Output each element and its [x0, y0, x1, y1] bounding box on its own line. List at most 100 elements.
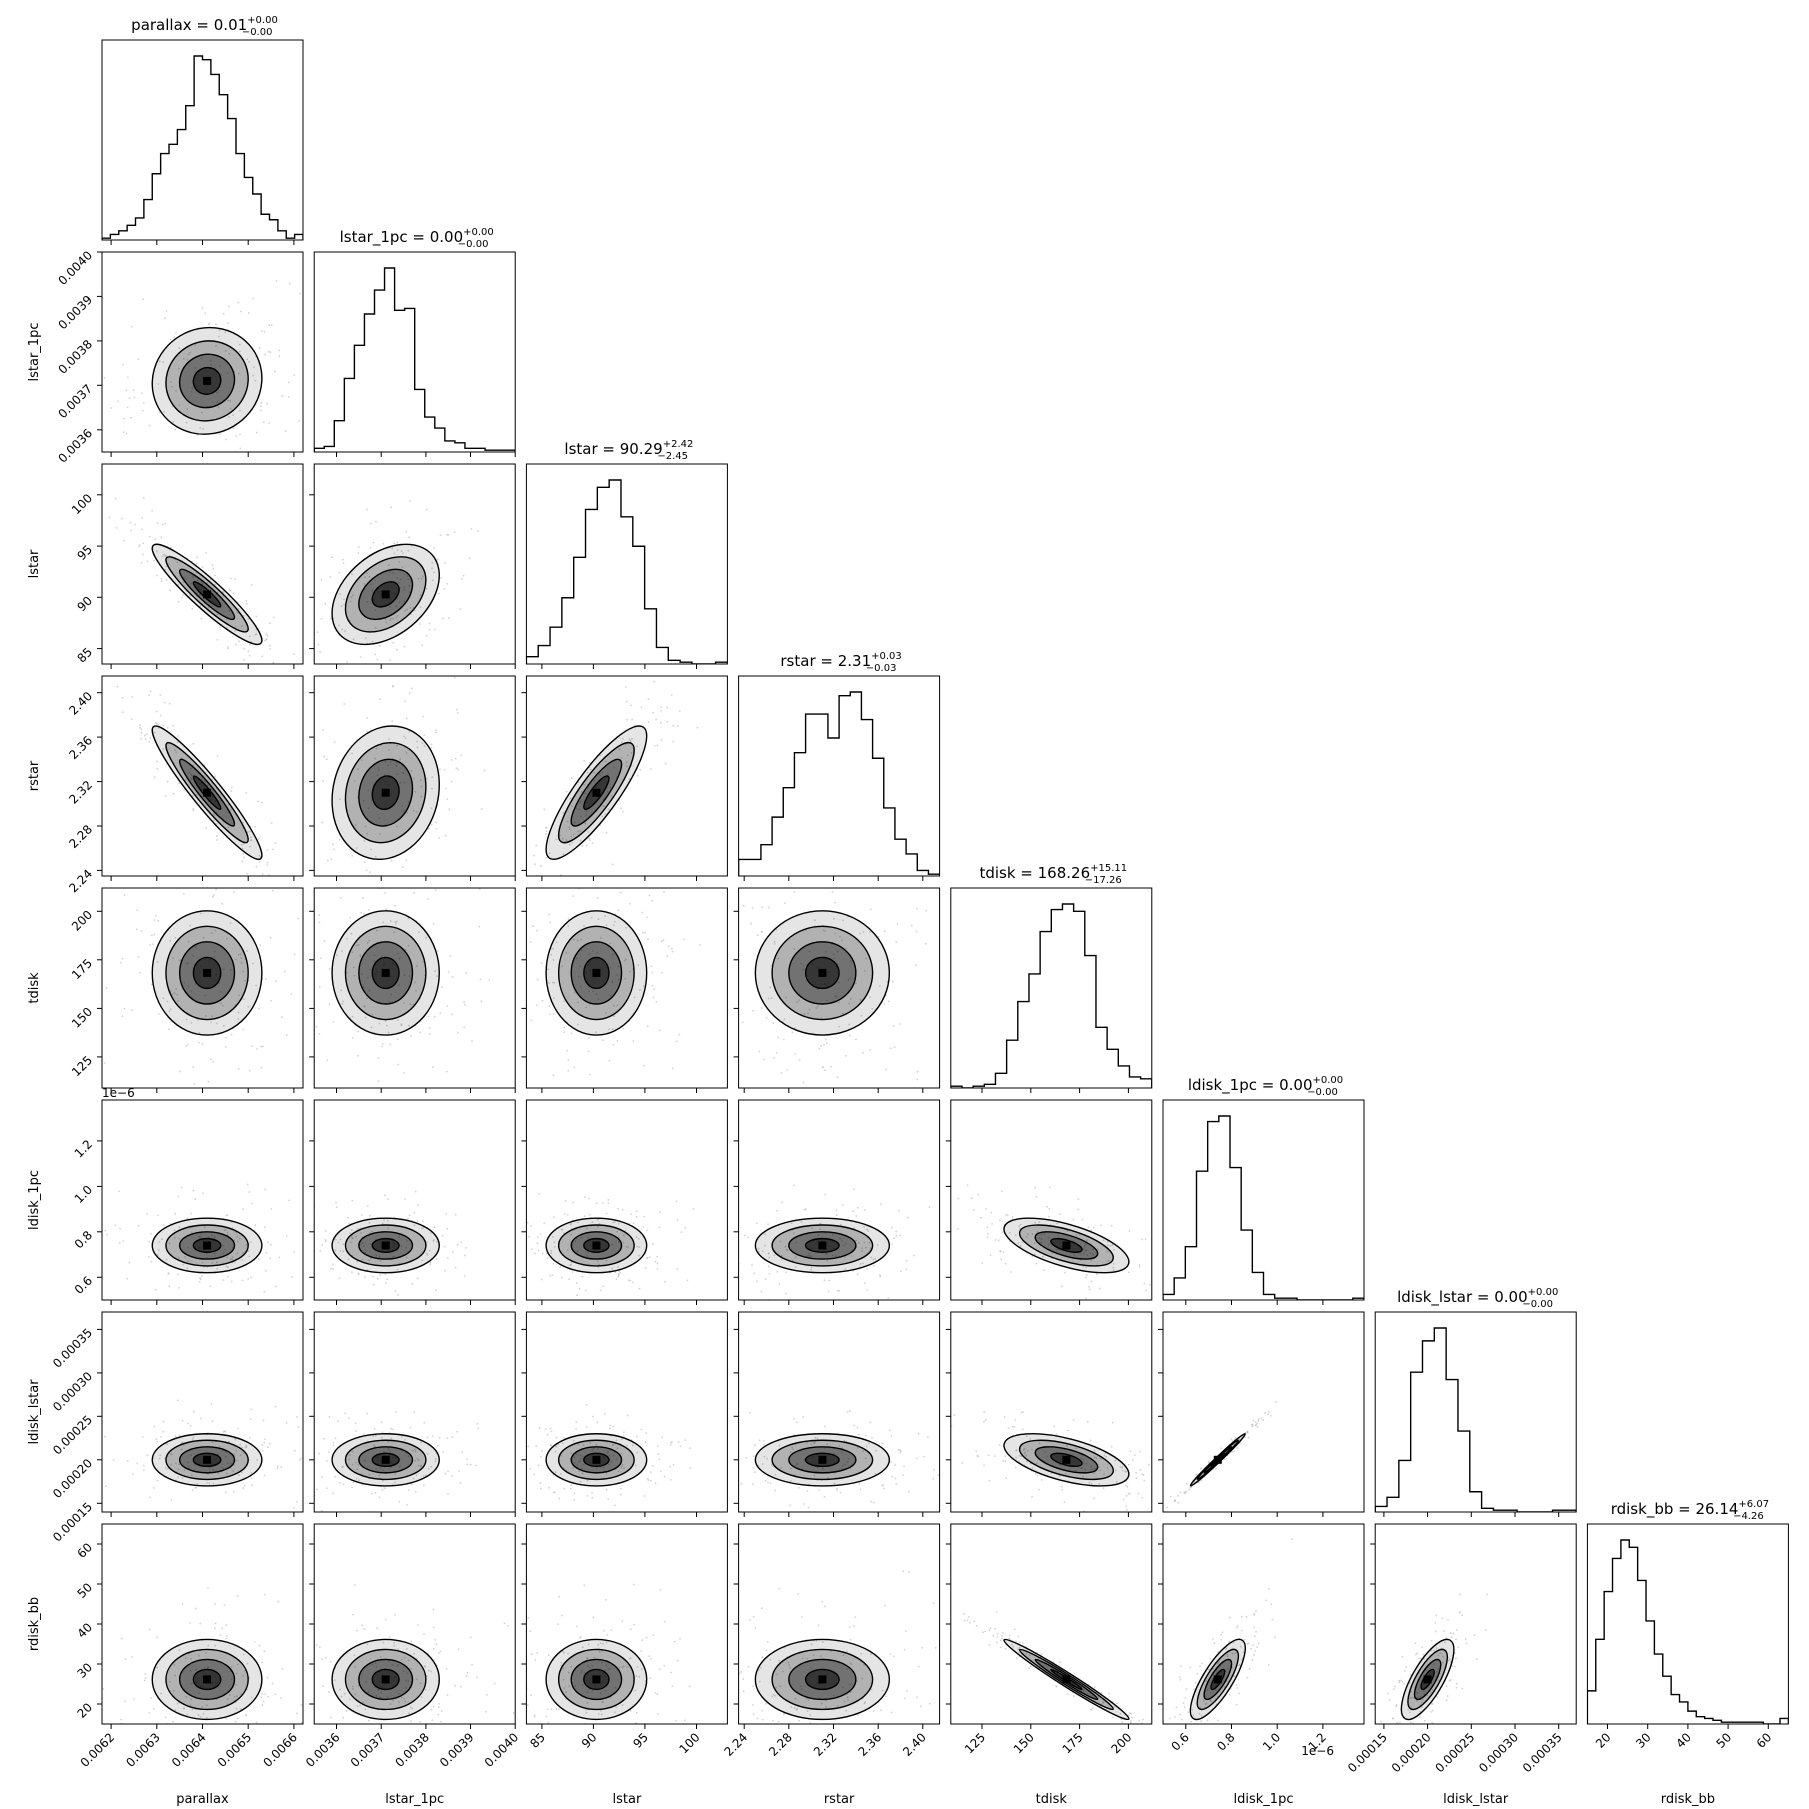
panel-ldisk_1pc-vs-rdisk_bb [1158, 1523, 1365, 1729]
panel-frame [1374, 1311, 1577, 1513]
hist-panel-rstar [738, 675, 941, 881]
x-tick-label: 60 [1754, 1730, 1775, 1751]
panel-frame [738, 1099, 941, 1301]
panel-parallax-vs-tdisk [97, 887, 304, 1093]
x-tick-label: 30 [1633, 1730, 1654, 1751]
y-offset-text: 1e−6 [102, 1086, 135, 1100]
panel-lstar-vs-rstar [521, 675, 728, 881]
panel-frame [1162, 1523, 1365, 1725]
samples [526, 1193, 695, 1297]
panel-tdisk-vs-rdisk_bb [945, 1523, 1153, 1729]
x-tick-label: 0.00025 [1432, 1730, 1477, 1775]
hist-panel-parallax [101, 39, 304, 245]
panel-frame [525, 887, 728, 1089]
y-tick-label: 2.28 [66, 822, 95, 851]
x-axis-label-rdisk_bb: rdisk_bb [1661, 1792, 1715, 1807]
histogram-lstar [526, 479, 728, 664]
panel-lstar_1pc-vs-tdisk [309, 887, 516, 1093]
hist-panel-tdisk [950, 887, 1153, 1093]
hist-panel-ldisk_lstar [1374, 1311, 1577, 1517]
panel-frame [101, 463, 304, 665]
panel-rstar-vs-tdisk [733, 887, 941, 1093]
x-tick-label: 2.40 [900, 1730, 929, 1759]
y-tick-label: 0.00025 [50, 1413, 95, 1458]
x-tick-label: 0.00035 [1520, 1730, 1565, 1775]
x-tick-label: 0.0063 [123, 1730, 163, 1770]
panel-ldisk_1pc-vs-ldisk_lstar [1158, 1311, 1365, 1517]
x-tick-label: 2.24 [722, 1730, 751, 1759]
panel-frame [950, 887, 1153, 1089]
x-tick-label: 0.0066 [260, 1730, 300, 1770]
panel-rstar-vs-rdisk_bb [733, 1523, 941, 1729]
y-tick-label: 85 [74, 645, 95, 666]
x-tick-label: 20 [1593, 1730, 1614, 1751]
panel-rstar-vs-ldisk_lstar [733, 1311, 941, 1517]
hist-panel-ldisk_1pc [1162, 1099, 1365, 1305]
x-tick-label: 0.0040 [482, 1730, 522, 1770]
x-tick-label: 125 [962, 1730, 988, 1756]
panel-tdisk-vs-ldisk_1pc [945, 1099, 1153, 1305]
y-tick-label: 40 [74, 1620, 95, 1641]
y-tick-label: 0.00030 [50, 1369, 95, 1414]
y-axis-label-lstar: lstar [27, 549, 42, 578]
x-axis-label-parallax: parallax [176, 1792, 229, 1807]
x-tick-label: 85 [527, 1730, 548, 1751]
x-tick-label: 200 [1108, 1730, 1134, 1756]
x-tick-label: 0.00030 [1476, 1730, 1521, 1775]
y-tick-label: 175 [69, 956, 95, 982]
x-tick-label: 1.0 [1260, 1730, 1283, 1753]
y-tick-label: 0.8 [72, 1228, 95, 1251]
panel-frame [738, 675, 941, 877]
x-axis-label-lstar_1pc: lstar_1pc [385, 1792, 444, 1807]
x-tick-label: 90 [579, 1730, 600, 1751]
x-tick-label: 0.00020 [1389, 1730, 1434, 1775]
samples [738, 1570, 937, 1724]
title-lstar_1pc: lstar_1pc = 0.00+0.00−0.00 [340, 227, 494, 250]
y-tick-label: 95 [74, 542, 95, 563]
x-tick-label: 0.0065 [215, 1730, 255, 1770]
panel-frame [525, 1099, 728, 1301]
x-axis-label-lstar: lstar [613, 1792, 642, 1807]
y-tick-label: 125 [69, 1053, 95, 1079]
x-tick-label: 100 [677, 1730, 703, 1756]
samples [103, 888, 300, 1085]
y-tick-label: 0.00020 [50, 1456, 95, 1501]
y-tick-label: 2.24 [66, 867, 95, 896]
y-tick-label: 1.0 [72, 1183, 95, 1206]
panel-lstar_1pc-vs-ldisk_1pc [309, 1099, 516, 1305]
panel-frame [101, 39, 304, 241]
panel-lstar-vs-rdisk_bb [521, 1523, 728, 1729]
y-tick-label: 1.2 [72, 1137, 95, 1160]
y-tick-label: 2.32 [66, 778, 95, 807]
y-axis-label-lstar_1pc: lstar_1pc [27, 323, 42, 382]
hist-panel-lstar_1pc [313, 251, 516, 457]
panel-frame [313, 675, 516, 877]
histogram-ldisk_1pc [1163, 1115, 1364, 1300]
x-axis-label-rstar: rstar [824, 1792, 855, 1807]
panel-frame [313, 1099, 516, 1301]
y-tick-label: 0.00015 [50, 1500, 95, 1545]
histogram-ldisk_lstar [1375, 1327, 1577, 1512]
y-tick-label: 200 [69, 908, 95, 934]
x-tick-label: 50 [1714, 1730, 1735, 1751]
histogram-tdisk [950, 903, 1152, 1088]
x-axis-label-ldisk_lstar: ldisk_lstar [1443, 1792, 1509, 1807]
hist-panel-lstar [525, 463, 728, 669]
title-parallax: parallax = 0.01+0.00−0.00 [131, 15, 278, 38]
x-tick-label: 0.6 [1169, 1730, 1192, 1753]
y-tick-label: 2.36 [66, 733, 95, 762]
y-tick-label: 100 [69, 491, 95, 517]
y-axis-label-rstar: rstar [27, 760, 42, 791]
title-lstar: lstar = 90.29+2.42−2.45 [564, 439, 693, 462]
panel-lstar-vs-tdisk [521, 887, 728, 1093]
title-rdisk_bb: rdisk_bb = 26.14+6.07−4.26 [1611, 1499, 1769, 1522]
y-axis-label-ldisk_lstar: ldisk_lstar [27, 1379, 42, 1445]
panel-parallax-vs-lstar [97, 463, 304, 669]
y-tick-label: 20 [74, 1700, 95, 1721]
panel-lstar_1pc-vs-rstar [309, 675, 516, 881]
panel-frame [1586, 1523, 1789, 1725]
x-tick-label: 0.0039 [437, 1730, 477, 1770]
title-rstar: rstar = 2.31+0.03−0.03 [780, 651, 901, 674]
y-tick-label: 60 [74, 1540, 95, 1561]
